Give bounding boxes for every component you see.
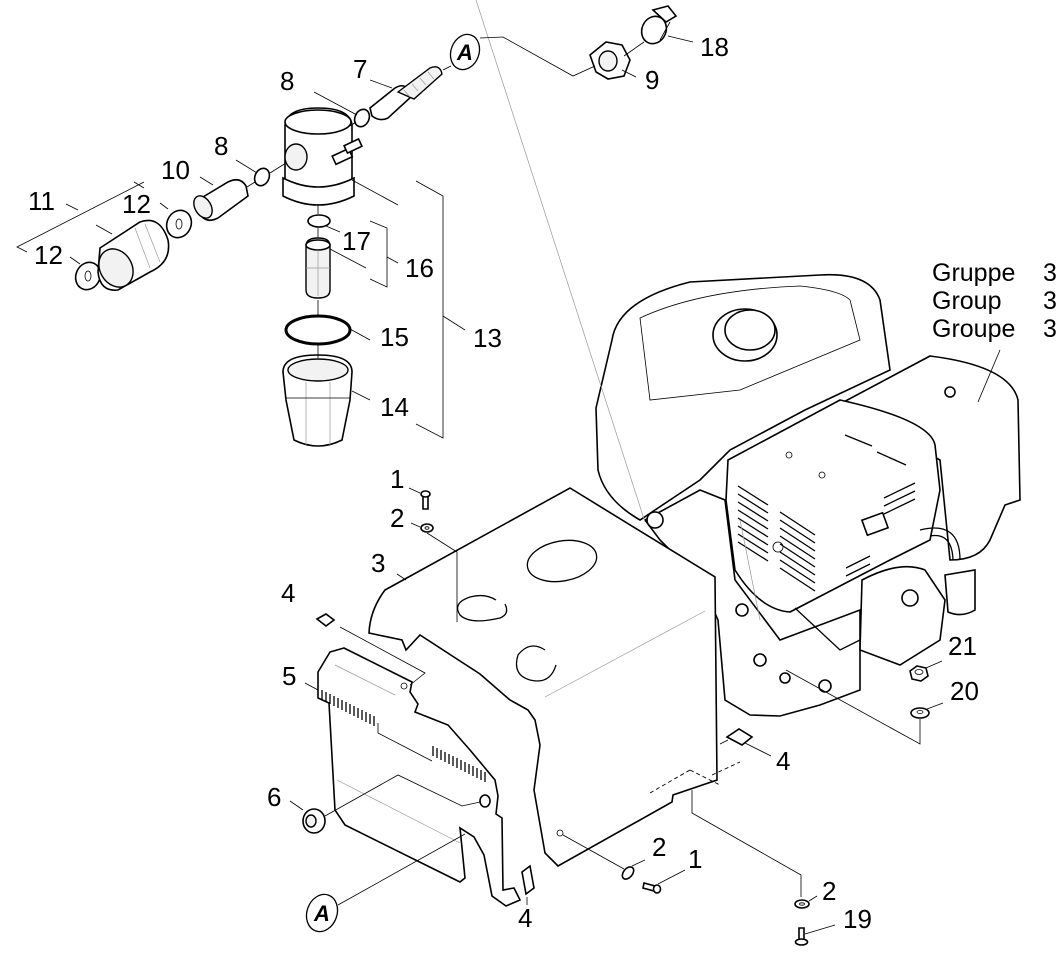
callout-5: 5 bbox=[282, 661, 296, 691]
air-cleaner-cover bbox=[836, 355, 1021, 561]
callout-9: 9 bbox=[645, 65, 659, 95]
callout-4: 4 bbox=[518, 903, 532, 933]
callout-12: 12 bbox=[34, 240, 63, 270]
cover-opening bbox=[526, 539, 598, 583]
callout-2: 2 bbox=[822, 876, 836, 906]
filter-bowl-part bbox=[282, 354, 353, 447]
washer-part bbox=[165, 209, 193, 239]
fuel-tank bbox=[595, 273, 891, 521]
callout-11: 11 bbox=[28, 186, 55, 216]
callout-19: 19 bbox=[843, 904, 872, 934]
callout-14: 14 bbox=[380, 392, 409, 422]
group-label-de: Gruppe bbox=[932, 259, 1015, 287]
o-ring-part bbox=[353, 108, 371, 128]
callout-labels: 1 2 3 4 5 6 7 8 8 9 10 11 12 12 13 14 15… bbox=[28, 32, 979, 934]
filter-assembly bbox=[74, 66, 443, 447]
callout-4: 4 bbox=[281, 578, 295, 608]
callout-16: 16 bbox=[405, 253, 434, 283]
screw-part bbox=[420, 490, 431, 510]
hose-nipple-part bbox=[369, 66, 443, 121]
callout-7: 7 bbox=[353, 54, 367, 84]
callout-20: 20 bbox=[950, 676, 979, 706]
clip-nut-part bbox=[315, 613, 336, 628]
callout-13: 13 bbox=[473, 323, 502, 353]
cooling-louvres bbox=[737, 434, 916, 592]
callout-18: 18 bbox=[700, 32, 729, 62]
callout-1: 1 bbox=[390, 464, 404, 494]
callout-3: 3 bbox=[371, 548, 385, 578]
hex-nut-part bbox=[909, 665, 929, 682]
hose-clamp-part bbox=[640, 5, 678, 45]
bolt-part bbox=[794, 927, 809, 946]
washer-part bbox=[74, 261, 102, 291]
large-o-ring-part bbox=[284, 314, 352, 346]
callout-1: 1 bbox=[688, 844, 702, 874]
svg-text:A: A bbox=[313, 901, 330, 926]
group-number-fr: 3 bbox=[1043, 315, 1057, 343]
group-number-de: 3 bbox=[1043, 259, 1057, 287]
fan-cover bbox=[725, 399, 941, 613]
group-label-en: Group bbox=[932, 287, 1001, 315]
callout-6: 6 bbox=[267, 782, 281, 812]
reference-marker-a-bottom: A bbox=[305, 893, 339, 933]
callout-2: 2 bbox=[652, 832, 666, 862]
hose-coupling-part bbox=[97, 219, 170, 291]
callout-8: 8 bbox=[214, 131, 228, 161]
filter-housing-part bbox=[282, 107, 364, 206]
callout-17: 17 bbox=[342, 226, 371, 256]
callout-21: 21 bbox=[948, 631, 977, 661]
callout-12: 12 bbox=[122, 189, 151, 219]
callout-8: 8 bbox=[280, 66, 294, 96]
lock-nut-part bbox=[589, 41, 631, 80]
strainer-part bbox=[305, 237, 331, 299]
clip-nut-part bbox=[521, 864, 535, 896]
reference-marker-a-top: A bbox=[449, 33, 481, 71]
callout-4: 4 bbox=[776, 746, 790, 776]
o-ring-part bbox=[307, 214, 331, 228]
svg-text:A: A bbox=[456, 40, 473, 65]
grommet-part bbox=[302, 808, 326, 834]
leader-lines bbox=[16, 35, 1001, 935]
screw-part bbox=[642, 882, 662, 894]
engine-cover-part bbox=[368, 0, 741, 867]
group-label-fr: Groupe bbox=[932, 315, 1015, 343]
o-ring-part bbox=[253, 167, 271, 187]
group-number-en: 3 bbox=[1043, 287, 1057, 315]
threaded-nipple-part bbox=[193, 178, 249, 222]
shield-vent-slots bbox=[321, 690, 486, 782]
group-reference: Gruppe 3 Group 3 Groupe 3 bbox=[932, 259, 1057, 343]
washer-part bbox=[910, 707, 930, 719]
heat-shield-part bbox=[317, 647, 522, 907]
washer-part bbox=[794, 899, 810, 909]
clip-nut-part bbox=[725, 728, 754, 746]
washer-part bbox=[621, 866, 635, 880]
callout-10: 10 bbox=[161, 155, 190, 185]
callout-2: 2 bbox=[390, 503, 404, 533]
callout-15: 15 bbox=[380, 322, 409, 352]
engine-crankcase bbox=[643, 489, 976, 717]
washer-part bbox=[420, 523, 434, 533]
engine-unit bbox=[595, 273, 1021, 717]
